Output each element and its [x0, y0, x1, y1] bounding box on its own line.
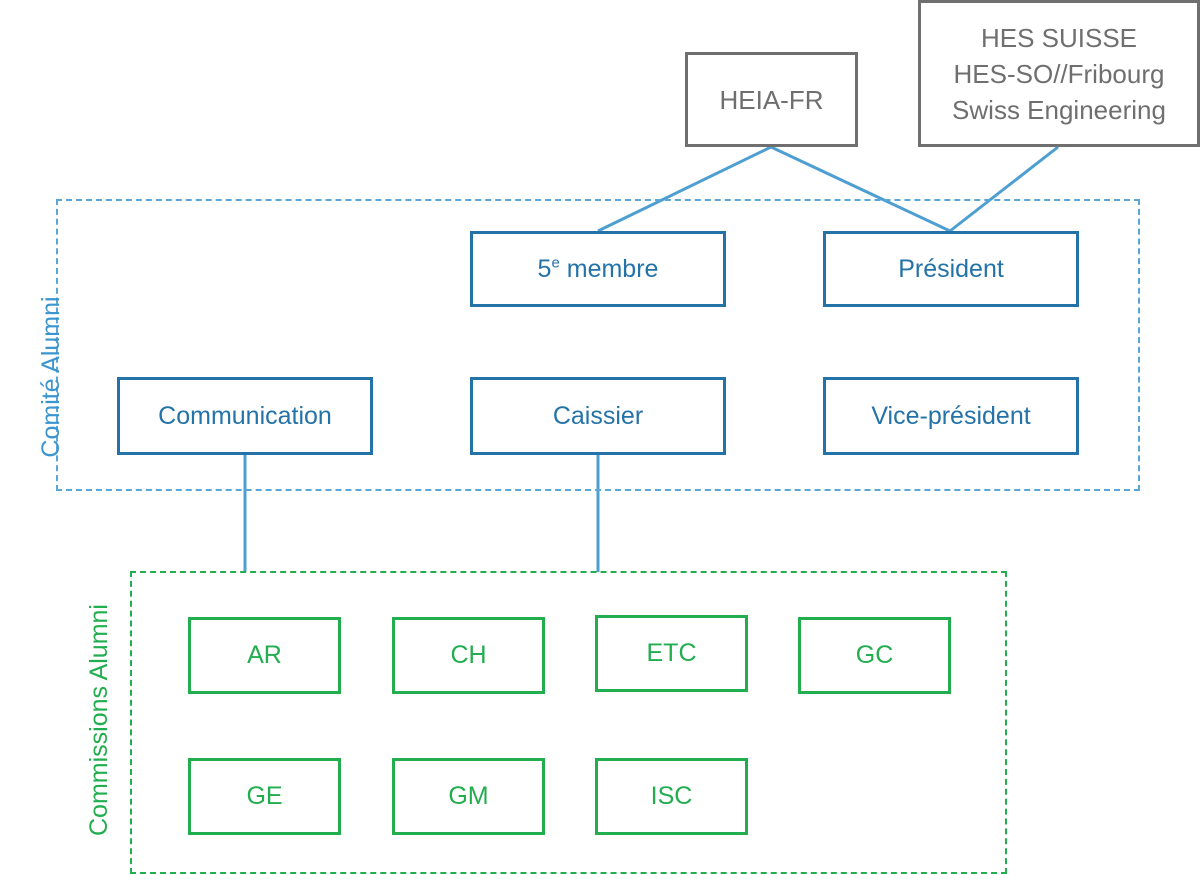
- comite-alumni-group: [56, 199, 1140, 491]
- vice-president-box: Vice-président: [823, 377, 1079, 455]
- commission-ar: AR: [188, 617, 341, 694]
- commissions-alumni-label: Commissions Alumni: [85, 604, 113, 837]
- communication-box: Communication: [117, 377, 373, 455]
- commission-ch: CH: [392, 617, 545, 694]
- commission-gc-label: GC: [855, 641, 894, 669]
- commission-gm-label: GM: [448, 782, 489, 810]
- president-label: Président: [898, 254, 1004, 283]
- commission-ge-label: GE: [246, 782, 283, 810]
- partners-box: HES SUISSE HES-SO//Fribourg Swiss Engine…: [918, 0, 1200, 147]
- heia-fr-label: HEIA-FR: [719, 84, 824, 115]
- partner-hes-so-fribourg: HES-SO//Fribourg: [953, 58, 1165, 89]
- 5e-membre-label: 5e membre: [537, 254, 659, 283]
- vice-president-label: Vice-président: [871, 401, 1031, 430]
- 5e-membre-box: 5e membre: [470, 231, 726, 307]
- partner-hes-suisse: HES SUISSE: [980, 22, 1138, 53]
- commission-isc-label: ISC: [650, 782, 693, 810]
- caissier-box: Caissier: [470, 377, 726, 455]
- commission-ar-label: AR: [247, 641, 282, 669]
- president-box: Président: [823, 231, 1079, 307]
- communication-label: Communication: [158, 401, 332, 430]
- commission-ch-label: CH: [450, 641, 487, 669]
- commission-gm: GM: [392, 758, 545, 835]
- commission-isc: ISC: [595, 758, 748, 835]
- caissier-label: Caissier: [552, 401, 644, 430]
- commission-ge: GE: [188, 758, 341, 835]
- commission-gc: GC: [798, 617, 951, 694]
- commission-etc: ETC: [595, 615, 748, 692]
- commissions-alumni-group: [130, 571, 1007, 874]
- connector-heia-president: [770, 145, 951, 233]
- commission-etc-label: ETC: [646, 639, 697, 667]
- connector-partners-president: [949, 145, 1059, 233]
- partner-swiss-engineering: Swiss Engineering: [952, 94, 1166, 125]
- heia-fr-box: HEIA-FR: [685, 52, 858, 147]
- connector-heia-5e-membre: [597, 145, 772, 233]
- comite-alumni-label: Comité Alumni: [37, 296, 65, 458]
